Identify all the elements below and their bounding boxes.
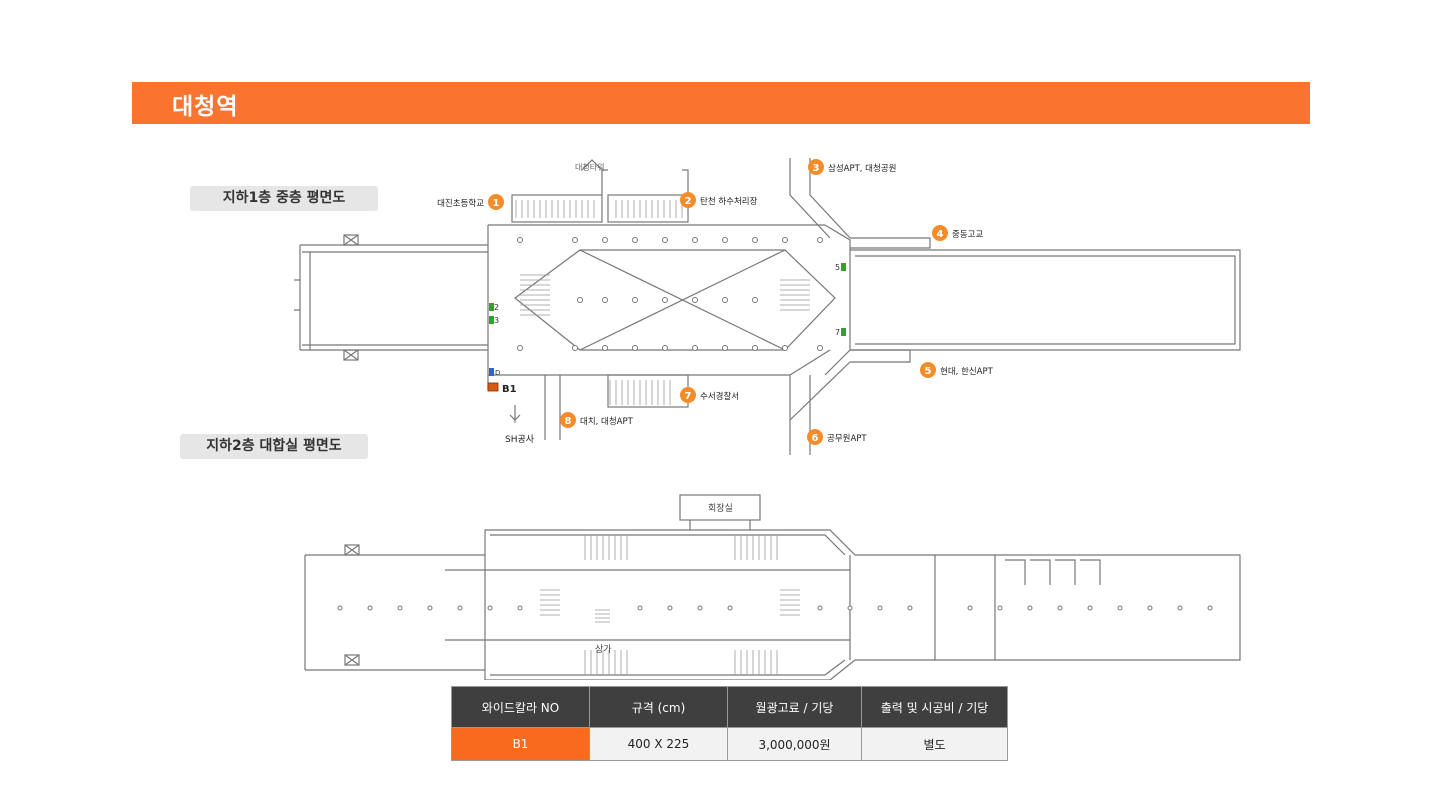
svg-text:삼성APT, 대청공원: 삼성APT, 대청공원 [828,163,896,174]
table-header: 규격 (cm) [589,686,728,728]
green-marker-5: 5 [835,263,840,272]
green-marker [489,316,494,324]
shop-label: 상가 [595,644,612,655]
svg-text:수서경찰서: 수서경찰서 [700,391,739,402]
exit-1: 1 대진초등학교 [437,194,504,210]
svg-text:대치, 대청APT: 대치, 대청APT [580,417,634,427]
table-header: 와이드칼라 NO [451,686,590,728]
svg-text:6: 6 [812,433,819,444]
b1-location-marker [487,382,499,392]
green-marker [841,328,846,336]
exit-4: 4 중동고교 [932,225,983,241]
floor-plan-b2: 회장실 상가 [304,494,1241,680]
exit-6: 6 공무원APT [807,429,867,445]
green-marker [489,303,494,311]
table-header-row: 와이드칼라 NO 규격 (cm) 월광고료 / 기당 출력 및 시공비 / 기당 [451,686,1008,728]
exit-2: 2 탄천 하수처리장 [680,192,758,208]
svg-text:대진초등학교: 대진초등학교 [437,198,484,209]
exit-3: 3 삼성APT, 대청공원 [808,159,896,175]
svg-text:3: 3 [813,163,820,174]
floor-plan-b1: 2 3 5 7 D B1 대청타워 SH공사 1 대진초등학교 2 탄천 하수처… [294,158,1241,455]
table-header: 월광고료 / 기당 [727,686,862,728]
floor-label-b1: 지하1층 중층 평면도 [190,186,378,211]
table-cell-no: B1 [451,727,590,761]
green-marker-3: 3 [494,316,499,325]
table-cell-monthly-fee: 3,000,000원 [727,727,862,761]
meeting-room-label: 회장실 [708,503,733,514]
table-cell-production-cost: 별도 [861,727,1008,761]
green-marker [841,263,846,271]
svg-text:7: 7 [685,391,692,402]
svg-text:공무원APT: 공무원APT [827,434,867,444]
svg-text:탄천 하수처리장: 탄천 하수처리장 [700,196,758,207]
table-cell-size: 400 X 225 [589,727,728,761]
svg-text:8: 8 [565,416,572,427]
title-bar: 대청역 [132,82,1310,124]
exit-8: 8 대치, 대청APT [560,412,634,428]
svg-text:5: 5 [925,366,932,377]
floor-label-b2: 지하2층 대합실 평면도 [180,434,368,459]
svg-text:중동고교: 중동고교 [952,230,983,240]
svg-text:4: 4 [937,229,944,240]
ad-price-table: 와이드칼라 NO 규격 (cm) 월광고료 / 기당 출력 및 시공비 / 기당… [451,686,1008,761]
green-marker-7: 7 [835,328,840,337]
green-marker-2: 2 [494,303,499,312]
b1-label: B1 [502,384,517,395]
svg-text:현대, 한신APT: 현대, 한신APT [940,367,994,377]
page-title: 대청역 [172,94,239,120]
exit-5: 5 현대, 한신APT [920,362,994,378]
sh-label: SH공사 [505,434,535,445]
svg-text:2: 2 [685,196,692,207]
exit-7: 7 수서경찰서 [680,387,739,403]
blue-marker-label: D [495,369,500,377]
table-header: 출력 및 시공비 / 기당 [861,686,1008,728]
blue-marker [489,368,494,376]
tower-label: 대청타워 [575,163,604,172]
table-row: B1 400 X 225 3,000,000원 별도 [451,727,1008,761]
svg-text:1: 1 [493,198,500,209]
